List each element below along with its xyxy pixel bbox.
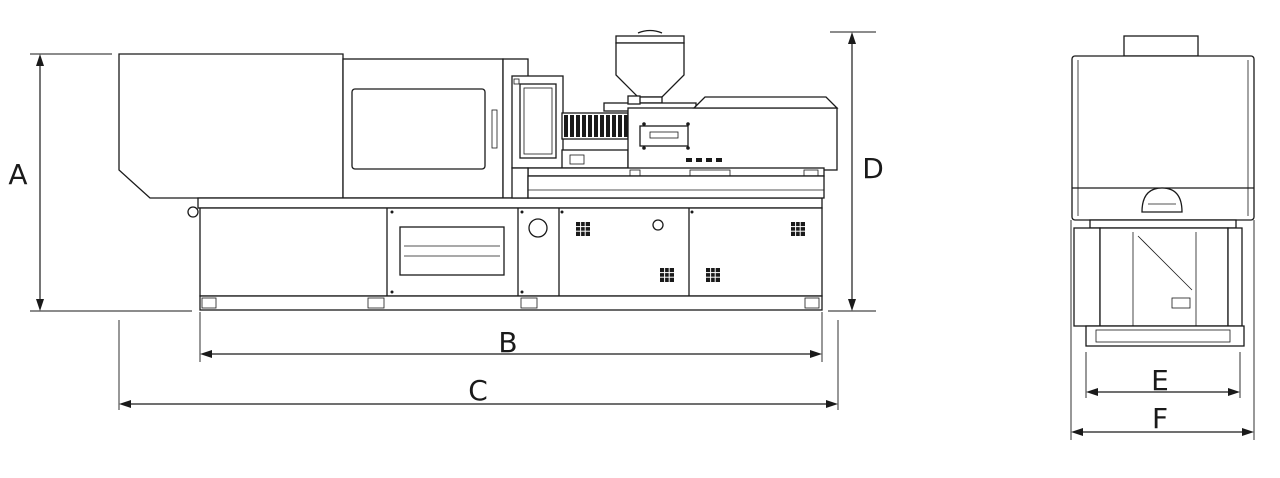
heater-band — [612, 115, 616, 137]
heater-band — [606, 115, 610, 137]
bolt — [642, 122, 646, 126]
heater-band — [564, 115, 568, 137]
arrow — [848, 32, 856, 44]
front-plate — [1171, 297, 1191, 309]
heater-band — [600, 115, 604, 137]
carriage-rail — [527, 167, 825, 177]
vent-grille — [706, 268, 720, 282]
dimension-label-c: C — [468, 374, 488, 407]
control-screen-inner — [523, 87, 553, 155]
heater-band — [582, 115, 586, 137]
screw — [520, 210, 524, 214]
arrow — [119, 400, 131, 408]
arrow — [36, 299, 44, 311]
heater-band — [594, 115, 598, 137]
vent-grille — [660, 268, 674, 282]
access-window — [399, 226, 505, 276]
front-left-panel — [1073, 227, 1101, 327]
front-cabinet — [1099, 227, 1229, 327]
front-arch — [1141, 187, 1183, 213]
dimension-label-b: B — [498, 326, 517, 359]
stationary-platen — [511, 167, 529, 199]
nameplate-slot — [649, 131, 679, 139]
heater-band — [570, 115, 574, 137]
arrow — [826, 400, 838, 408]
dimension-label-d: D — [862, 152, 884, 185]
guard-handle — [491, 109, 498, 149]
front-base-inner — [1095, 329, 1231, 343]
vent-grille — [791, 222, 805, 236]
side-view — [118, 29, 839, 311]
arrow — [848, 299, 856, 311]
panel-corner — [513, 78, 520, 85]
injection-unit — [627, 107, 838, 171]
front-right-panel — [1227, 227, 1243, 327]
front-hopper — [1123, 35, 1199, 57]
injection-base — [527, 175, 825, 199]
gauge — [528, 218, 548, 238]
arrow — [1086, 388, 1098, 396]
hopper — [615, 42, 685, 98]
bolt — [686, 146, 690, 150]
front-base — [1085, 325, 1245, 347]
feed-valve — [627, 95, 641, 105]
base-skid — [199, 295, 823, 311]
lock — [652, 219, 664, 231]
screw — [520, 290, 524, 294]
injection-cover-top — [692, 96, 839, 109]
indicator — [706, 158, 712, 162]
lifting-eye — [187, 206, 199, 218]
base-cabinet — [199, 207, 823, 297]
hopper-throat — [637, 96, 663, 104]
hopper-lid — [615, 35, 685, 44]
safety-guard — [342, 58, 504, 199]
skid-foot — [520, 297, 538, 309]
heater-bands — [564, 115, 628, 137]
heater-band — [618, 115, 622, 137]
dimension-label-e: E — [1151, 364, 1169, 397]
arrow — [810, 350, 822, 358]
arrow — [1071, 428, 1083, 436]
heater-band — [624, 115, 628, 137]
arrow — [36, 54, 44, 66]
dimension-label-a: A — [8, 158, 27, 191]
bolt — [686, 122, 690, 126]
vent-grille — [576, 222, 590, 236]
indicator — [686, 158, 692, 162]
screw — [390, 290, 394, 294]
heater-band — [576, 115, 580, 137]
skid-foot — [201, 297, 217, 309]
dimensions: A D B C E F — [8, 31, 1255, 440]
arrow — [1228, 388, 1240, 396]
ventilation-grilles — [576, 222, 805, 282]
indicator — [696, 158, 702, 162]
hopper-cap — [637, 29, 663, 34]
guard-window — [351, 88, 486, 170]
cylinder-fitting — [569, 154, 585, 165]
skid-foot — [804, 297, 820, 309]
heater-band — [588, 115, 592, 137]
skid-foot — [367, 297, 385, 309]
clamp-housing — [118, 53, 344, 199]
screw — [560, 210, 564, 214]
front-view — [1071, 35, 1255, 347]
screw — [690, 210, 694, 214]
injection-cylinder — [561, 149, 629, 169]
screw — [390, 210, 394, 214]
dimension-label-f: F — [1152, 402, 1168, 435]
bolt — [642, 146, 646, 150]
frame-top — [197, 197, 823, 209]
diagonal-brace — [1137, 235, 1193, 291]
front-frame-top — [1089, 219, 1237, 229]
arrow — [200, 350, 212, 358]
injection-nameplate — [639, 125, 689, 147]
indicator — [716, 158, 722, 162]
control-screen — [519, 83, 557, 159]
arrow — [1242, 428, 1254, 436]
